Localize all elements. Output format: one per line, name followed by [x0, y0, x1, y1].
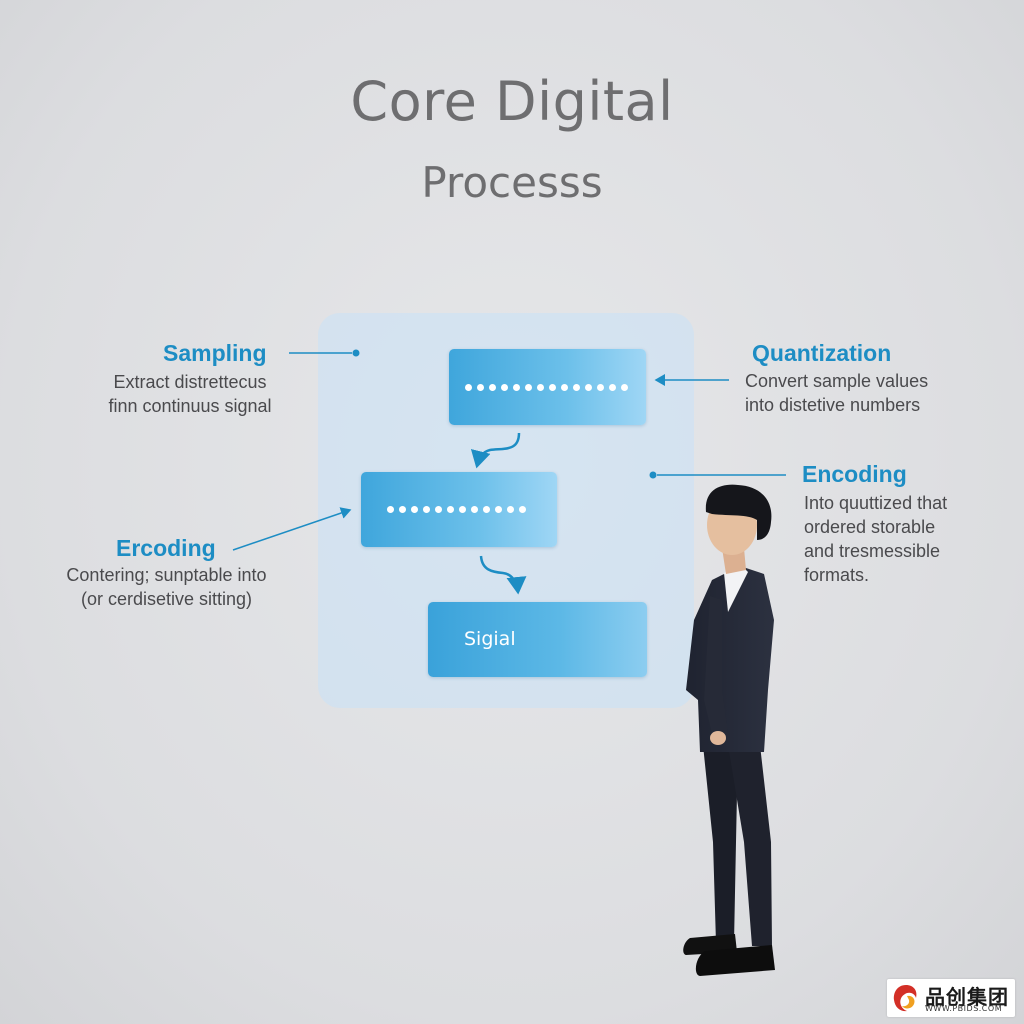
encoding-description: Into quuttized that ordered storable and…	[804, 491, 947, 587]
sample-dot	[597, 383, 604, 391]
ercoding-arrow	[232, 507, 352, 551]
sample-dot	[537, 383, 544, 391]
sample-dot	[435, 506, 442, 513]
encoding-heading: Encoding	[802, 461, 907, 487]
quantization-box	[449, 349, 646, 425]
sample-dot	[621, 383, 628, 391]
quantization-description-line: Convert sample values	[745, 371, 929, 391]
sample-dot	[585, 383, 592, 391]
sampling-box	[361, 472, 557, 547]
sample-dot	[495, 506, 502, 513]
encoding-description-line: formats.	[804, 565, 870, 585]
quantization-description: Convert sample values into distetive num…	[745, 369, 928, 417]
ercoding-heading: Ercoding	[116, 535, 216, 561]
sampling-description-line: Extract distrettecus	[113, 372, 267, 392]
sample-dot	[465, 383, 472, 391]
sample-dot	[423, 506, 430, 513]
sampling-connector	[289, 349, 360, 357]
signal-box: Sigіal	[428, 602, 647, 677]
sample-dot	[387, 506, 394, 513]
flow-arrow-down	[479, 555, 527, 595]
quantization-description-line: into distetive numbers	[745, 395, 921, 415]
sample-dot	[447, 506, 454, 513]
sampling-description: Extract distrettecus finn continuus sign…	[0, 370, 380, 418]
sample-dot	[507, 506, 514, 513]
sample-dot	[489, 383, 496, 391]
sample-dots	[465, 349, 628, 425]
sample-dot	[573, 383, 580, 391]
encoding-description-line: ordered storable	[804, 517, 936, 537]
brand-logo-text: 品创集团	[925, 985, 1009, 1009]
ercoding-description-line: (or cerdisetive sitting)	[80, 589, 253, 609]
person-illustration	[683, 484, 775, 976]
sample-dot	[525, 383, 532, 391]
sample-dot	[459, 506, 466, 513]
signal-box-label: Sigіal	[464, 628, 516, 650]
sample-dot	[519, 506, 526, 513]
flow-arrow-down	[470, 432, 521, 469]
sample-dot	[549, 383, 556, 391]
sample-dot	[513, 383, 520, 391]
brand-logo-url: WWW.PBIDS.COM	[925, 1004, 1003, 1013]
quantization-heading: Quantization	[752, 340, 892, 366]
sample-dot	[411, 506, 418, 513]
sampling-heading: Sampling	[163, 340, 267, 366]
sample-dot	[609, 383, 616, 391]
sample-dot	[471, 506, 478, 513]
encoding-description-line: Into quuttized that	[804, 493, 948, 513]
encoding-description-line: and tresmessible	[804, 541, 941, 561]
ercoding-description: Contering; sunptable into (or cerdisetiv…	[0, 563, 333, 611]
sample-dot	[477, 383, 484, 391]
ercoding-description-line: Contering; sunptable into	[66, 565, 267, 585]
sample-dot	[561, 383, 568, 391]
encoding-connector	[649, 471, 786, 479]
diagram-subtitle: Processs	[421, 158, 603, 207]
brand-logo-mark	[893, 985, 917, 1012]
sample-dot	[399, 506, 406, 513]
diagram-title: Core Digital	[350, 70, 674, 133]
sampling-description-line: finn continuus signal	[108, 396, 272, 416]
sample-dot	[501, 383, 508, 391]
brand-logo: 品创集团 WWW.PBIDS.COM	[887, 979, 1015, 1017]
sample-dot	[483, 506, 490, 513]
sample-dots	[387, 472, 526, 547]
